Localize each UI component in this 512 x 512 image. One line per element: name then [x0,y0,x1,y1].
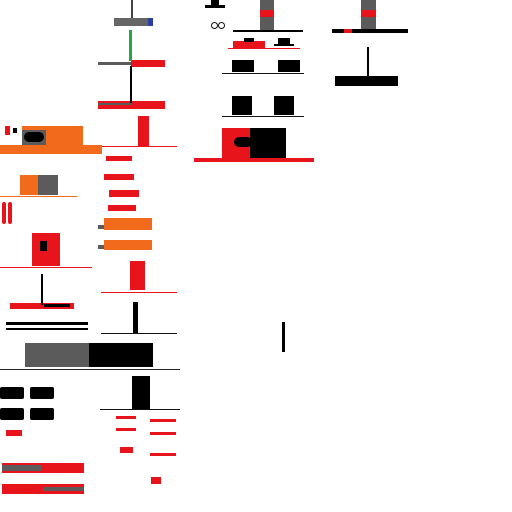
glasses-icon [211,22,225,29]
top-headwear-group [197,0,303,32]
orange-roller-block [0,126,102,154]
lower-red-strips [0,430,90,496]
black-post [101,300,177,335]
red-dash-cluster [112,416,180,484]
arrow-platform [98,66,165,109]
blue-marker [148,18,153,26]
orange-arrow-bars [98,218,158,255]
small-hat-row [228,38,300,72]
black-panel-on-line [100,376,180,411]
green-base-group [98,30,165,67]
gray-box-on-line [0,175,77,199]
hat-icon [205,0,225,8]
twin-red-capsules [0,202,15,226]
top-stem [131,0,133,18]
red-pillar-block [98,116,177,150]
small-red-door [101,261,177,294]
green-bar [129,30,132,61]
black-gadget-row [222,58,304,75]
double-black-rail [6,318,88,332]
large-gray-black-slab [0,343,180,371]
red-panel-with-arrows [0,233,92,269]
red-black-machine [194,125,314,163]
right-column-structures [332,0,410,88]
black-battery-row [222,94,304,120]
black-key-clusters [0,379,60,424]
stacked-red-buttons [100,156,139,212]
rail-with-handle [0,274,92,310]
top-gray-bar [114,18,153,26]
